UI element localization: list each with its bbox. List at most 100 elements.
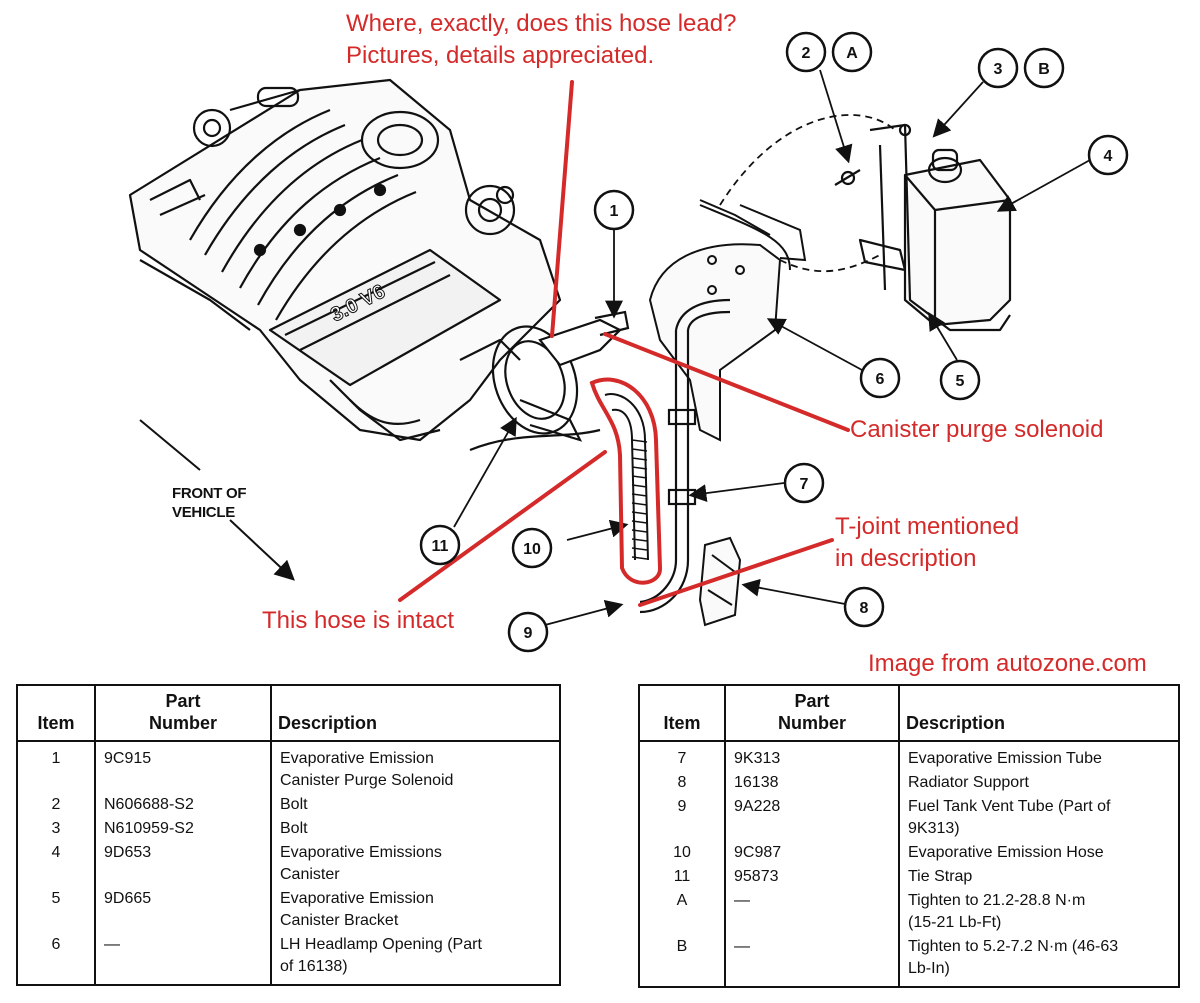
part-number-cell: 9A228 bbox=[725, 795, 900, 841]
description-line1: Tie Strap bbox=[908, 868, 973, 885]
item-cell: 4 bbox=[17, 841, 96, 887]
description-line2: Canister Purge Solenoid bbox=[280, 772, 454, 789]
part-number-cell: — bbox=[725, 889, 900, 935]
callout-circle bbox=[859, 357, 901, 399]
front-arrow-upper bbox=[139, 419, 201, 471]
callout-label: 5 bbox=[956, 373, 965, 390]
part-number-cell: 9K313 bbox=[725, 741, 900, 771]
col-item-header: Item bbox=[639, 685, 726, 742]
callout-label: 7 bbox=[800, 476, 809, 493]
front-arrow-lower bbox=[229, 519, 295, 581]
item-cell: A bbox=[639, 889, 726, 935]
callout-circle bbox=[511, 527, 553, 569]
description-line1: Fuel Tank Vent Tube (Part of bbox=[908, 798, 1111, 815]
item-cell: B bbox=[639, 935, 726, 987]
callout-circle bbox=[507, 611, 549, 653]
callout-circle bbox=[783, 462, 825, 504]
description-line2: Canister bbox=[280, 866, 340, 883]
col-part-header-line1: Part bbox=[794, 691, 830, 711]
hose-rib bbox=[631, 547, 648, 551]
callout-label: 9 bbox=[524, 625, 533, 642]
description-line1: Bolt bbox=[280, 820, 308, 837]
hose-rib bbox=[631, 448, 648, 452]
callout-label: 1 bbox=[610, 203, 619, 220]
part-number-cell: 9C987 bbox=[725, 841, 900, 865]
canister-illustration bbox=[834, 123, 1012, 332]
description-cell: Tie Strap bbox=[899, 865, 1179, 889]
description-line1: Tighten to 5.2-7.2 N·m (46-63 bbox=[908, 938, 1119, 955]
hose-rib bbox=[631, 493, 648, 497]
description-line2: Lb-In) bbox=[908, 960, 950, 977]
item-cell: 3 bbox=[17, 817, 96, 841]
callout-circle bbox=[977, 47, 1019, 89]
description-cell: Evaporative Emission Tube bbox=[899, 741, 1179, 771]
item-cell: 2 bbox=[17, 793, 96, 817]
callout-circle bbox=[785, 31, 827, 73]
callout-label: 6 bbox=[876, 371, 885, 388]
evaporative-hose bbox=[604, 393, 649, 561]
item-cell: 11 bbox=[639, 865, 726, 889]
callout-label: 8 bbox=[860, 600, 869, 617]
part-number-cell: 95873 bbox=[725, 865, 900, 889]
source-annotation: Image from autozone.com bbox=[868, 650, 1147, 677]
hose-rib bbox=[631, 439, 648, 443]
item-cell: 6 bbox=[17, 933, 96, 985]
description-cell: Tighten to 21.2-28.8 N·m(15-21 Lb-Ft) bbox=[899, 889, 1179, 935]
callout-label: A bbox=[846, 45, 858, 62]
vent-line-dashed-lower bbox=[779, 254, 881, 273]
description-cell: Bolt bbox=[271, 817, 560, 841]
red-annotation-marks bbox=[398, 80, 850, 607]
item-cell: 8 bbox=[639, 771, 726, 795]
part-number-cell: N606688-S2 bbox=[95, 793, 272, 817]
hose-rib bbox=[631, 556, 648, 560]
description-line1: LH Headlamp Opening (Part bbox=[280, 936, 482, 953]
vent-line-dashed bbox=[719, 114, 896, 206]
table-row: A—Tighten to 21.2-28.8 N·m(15-21 Lb-Ft) bbox=[639, 889, 1179, 935]
purge-solenoid-annotation: Canister purge solenoid bbox=[850, 416, 1104, 443]
emission-diagram: 3.0 V6 bbox=[128, 31, 1129, 653]
part-number-cell: 9D653 bbox=[95, 841, 272, 887]
description-line1: Evaporative Emissions bbox=[280, 844, 442, 861]
headlamp-opening-illustration bbox=[648, 199, 807, 442]
description-line2: 9K313) bbox=[908, 820, 960, 837]
item-cell: 5 bbox=[17, 887, 96, 933]
callout-label: 3 bbox=[994, 61, 1003, 78]
hose-corrugations bbox=[631, 439, 648, 560]
item-cell: 1 bbox=[17, 741, 96, 793]
tjoint-line2: in description bbox=[835, 545, 977, 572]
callout-label: B bbox=[1038, 61, 1050, 78]
tjoint-annotation: T-joint mentioned in description bbox=[835, 511, 1019, 575]
hose-rib bbox=[631, 502, 648, 506]
part-number-cell: 16138 bbox=[725, 771, 900, 795]
hose-rib bbox=[631, 466, 648, 470]
front-of-vehicle-label: FRONT OF VEHICLE bbox=[172, 484, 247, 522]
part-number-cell: 9D665 bbox=[95, 887, 272, 933]
col-part-header-line2: Number bbox=[148, 713, 217, 733]
col-item-header: Item bbox=[17, 685, 96, 742]
col-part-header: Part Number bbox=[95, 685, 272, 742]
description-line1: Evaporative Emission bbox=[280, 750, 434, 767]
callout-label: 4 bbox=[1104, 148, 1113, 165]
callout-circle bbox=[1023, 47, 1065, 89]
description-line1: Bolt bbox=[280, 796, 308, 813]
part-number-cell: N610959-S2 bbox=[95, 817, 272, 841]
col-part-header: Part Number bbox=[725, 685, 900, 742]
callout-circle bbox=[939, 359, 981, 401]
description-cell: Bolt bbox=[271, 793, 560, 817]
callout-label: 10 bbox=[523, 541, 541, 558]
